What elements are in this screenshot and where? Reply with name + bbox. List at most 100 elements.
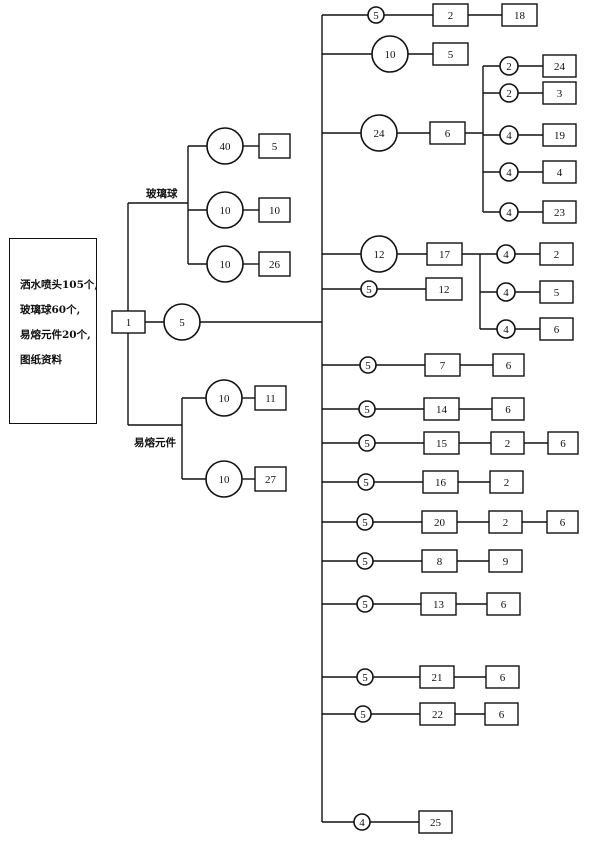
circle-node [358, 434, 376, 452]
box-node-label: 8 [437, 556, 443, 568]
box-node [258, 133, 291, 159]
box-node [491, 397, 525, 421]
box-node-label: 3 [557, 88, 563, 100]
circle-node [499, 56, 519, 76]
legend-line-drawings: 图纸资料 [20, 354, 62, 366]
box-node [421, 549, 458, 573]
box-node-label: 2 [448, 10, 454, 22]
circle-node-label: 5 [363, 477, 369, 489]
box-node-label: 24 [554, 61, 566, 73]
circle-node-label: 10 [219, 393, 231, 405]
box-node [432, 3, 469, 27]
circle-node [499, 162, 519, 182]
box-node-label: 14 [436, 404, 448, 416]
circle-node [499, 202, 519, 222]
box-node [425, 277, 463, 301]
box-node-label: 19 [554, 130, 566, 142]
branch-label-fusible-element: 易熔元件 [134, 437, 176, 449]
box-node-label: 22 [432, 709, 443, 721]
box-node-label: 5 [272, 141, 278, 153]
circle-node-label: 5 [366, 284, 372, 296]
box-node [421, 510, 458, 534]
circle-node [205, 460, 243, 498]
box-node-label: 6 [500, 672, 506, 684]
circle-node-label: 5 [362, 672, 368, 684]
circle-node-label: 5 [364, 404, 370, 416]
box-node [254, 385, 287, 411]
box-node [542, 123, 577, 147]
box-node [486, 592, 521, 616]
box-node-label: 18 [514, 10, 526, 22]
circle-node [496, 282, 516, 302]
box-node-label: 4 [557, 167, 563, 179]
circle-node-label: 10 [220, 259, 232, 271]
box-node [539, 242, 574, 266]
box-node-label: 5 [554, 287, 560, 299]
box-node [423, 397, 460, 421]
circle-node-label: 4 [506, 130, 512, 142]
box-node [258, 251, 291, 277]
circle-node-label: 4 [506, 167, 512, 179]
box-node [542, 81, 577, 105]
circle-node [353, 813, 371, 831]
legend-box: 洒水喷头105个, 玻璃球60个, 易熔元件20个, 图纸资料 [9, 238, 99, 424]
box-node [488, 549, 523, 573]
box-node-label: 2 [504, 477, 510, 489]
box-node [423, 431, 460, 455]
circle-node-label: 4 [503, 324, 509, 336]
box-node-label: 23 [554, 207, 566, 219]
box-node [489, 470, 524, 494]
box-node [419, 702, 456, 726]
box-node-label: 26 [269, 259, 281, 271]
box-node [419, 665, 455, 689]
box-node-label: 27 [265, 474, 277, 486]
circle-node [496, 319, 516, 339]
box-node [490, 431, 525, 455]
circle-node-label: 4 [503, 287, 509, 299]
box-node [422, 470, 459, 494]
box-node-label: 6 [499, 709, 505, 721]
circle-node [360, 235, 398, 273]
circle-node [360, 280, 378, 298]
circle-node [359, 356, 377, 374]
circle-node-label: 5 [362, 556, 368, 568]
box-node-label: 9 [503, 556, 509, 568]
box-node-label: 25 [430, 817, 442, 829]
circle-node-label: 10 [385, 49, 397, 61]
circle-node-label: 24 [374, 128, 386, 140]
circle-node [499, 83, 519, 103]
circle-node-label: 5 [360, 709, 366, 721]
circle-node-label: 10 [220, 205, 232, 217]
box-node [488, 510, 523, 534]
box-node [258, 197, 291, 223]
box-node-label: 1 [126, 317, 132, 329]
box-node [501, 3, 538, 27]
box-node [542, 200, 577, 224]
box-node-label: 16 [435, 477, 447, 489]
box-node-label: 7 [440, 360, 446, 372]
box-node-label: 6 [560, 517, 566, 529]
box-node-label: 15 [436, 438, 448, 450]
circle-node-label: 4 [359, 817, 365, 829]
circle-node [371, 35, 409, 73]
box-node-label: 2 [503, 517, 509, 529]
circle-node-label: 10 [219, 474, 231, 486]
circle-node [205, 379, 243, 417]
circle-node-label: 5 [364, 438, 370, 450]
circle-node [356, 668, 374, 686]
circle-node [358, 400, 376, 418]
box-node [432, 42, 469, 66]
circle-node-label: 5 [373, 10, 379, 22]
box-node-label: 6 [505, 404, 511, 416]
circle-node-label: 2 [506, 88, 512, 100]
circle-node-label: 12 [374, 249, 385, 261]
circle-node-label: 2 [506, 61, 512, 73]
circle-node [206, 245, 244, 283]
box-node-label: 6 [506, 360, 512, 372]
circle-node [206, 127, 244, 165]
legend-line-sprinklers: 洒水喷头105个, [20, 279, 99, 291]
box-node-label: 6 [554, 324, 560, 336]
circle-node-label: 5 [362, 517, 368, 529]
box-node [539, 280, 574, 304]
box-node-label: 5 [448, 49, 454, 61]
